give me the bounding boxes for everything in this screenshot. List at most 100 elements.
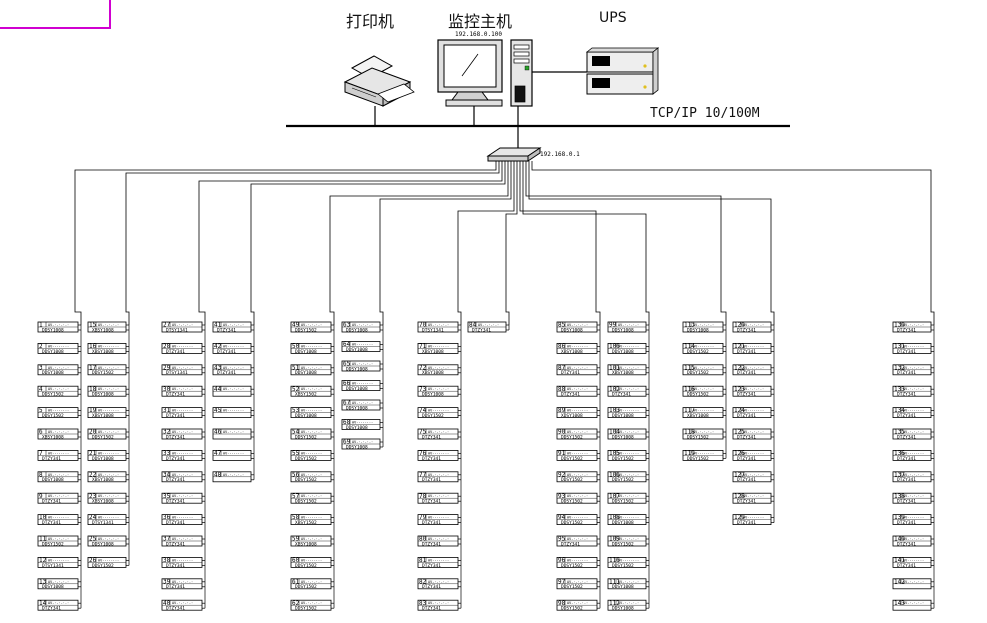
printer-icon[interactable] [343, 55, 415, 107]
ups-icon[interactable] [585, 47, 660, 95]
network-switch-icon[interactable] [486, 147, 542, 162]
computer-tower-icon[interactable] [510, 39, 533, 107]
monitor-icon[interactable] [437, 39, 503, 107]
